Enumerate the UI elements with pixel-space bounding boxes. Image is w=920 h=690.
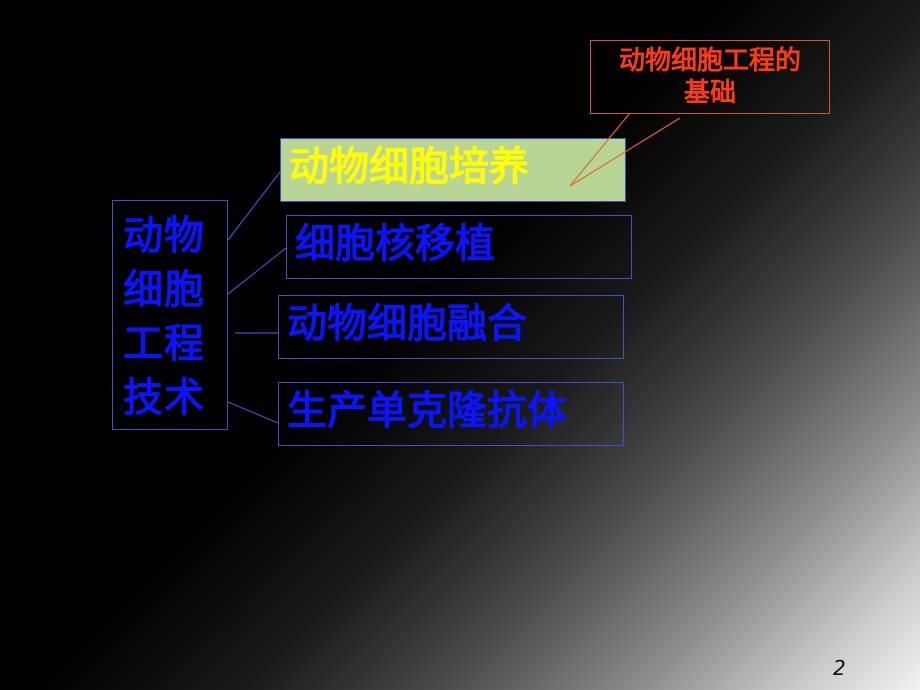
- branch-cell-culture: 动物细胞培养: [280, 138, 626, 202]
- callout-line-1: 动物细胞工程的: [618, 46, 801, 76]
- root-line-1: 动物: [123, 213, 205, 259]
- callout-line-2: 基础: [683, 78, 736, 108]
- root-line-4: 技术: [123, 375, 205, 421]
- root-node: 动物 细胞 工程 技术: [112, 200, 228, 430]
- branch-label: 生产单克隆抗体: [287, 388, 567, 434]
- branch-label: 动物细胞融合: [287, 301, 527, 347]
- page-number: 2: [833, 656, 846, 680]
- branch-label: 细胞核移植: [295, 221, 495, 267]
- connector-branch-2: [227, 247, 287, 295]
- callout-box: 动物细胞工程的 基础: [590, 40, 830, 114]
- root-line-3: 工程: [123, 321, 205, 367]
- branch-cell-fusion: 动物细胞融合: [278, 295, 624, 359]
- root-line-2: 细胞: [123, 267, 205, 313]
- connector-branch-1: [227, 171, 281, 241]
- connector-branch-4: [227, 401, 279, 424]
- branch-monoclonal-antibody: 生产单克隆抗体: [278, 382, 624, 446]
- branch-nuclear-transfer: 细胞核移植: [286, 215, 632, 279]
- branch-label: 动物细胞培养: [289, 144, 529, 190]
